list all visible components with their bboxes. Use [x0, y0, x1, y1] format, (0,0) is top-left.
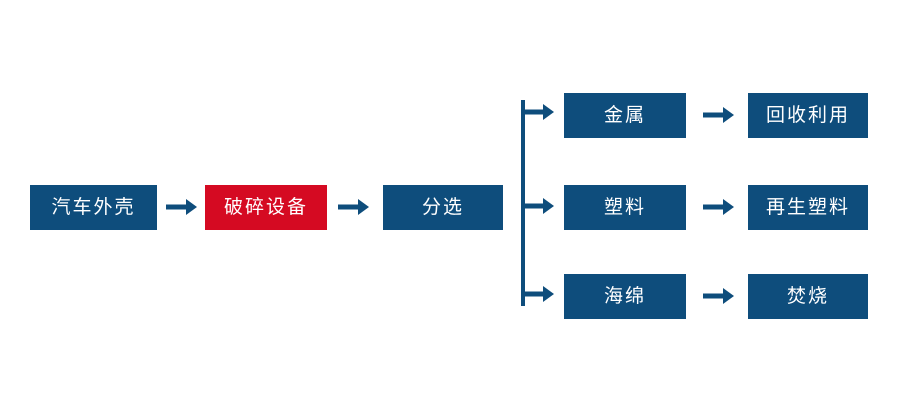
node-shredder-equipment[interactable]: 破碎设备 [205, 185, 327, 230]
arrow-right-icon [523, 102, 555, 122]
arrow-right-icon [523, 196, 555, 216]
arrow-right-icon [703, 286, 735, 306]
node-car-shell[interactable]: 汽车外壳 [30, 185, 157, 230]
arrow-right-icon [338, 197, 370, 217]
node-sorting[interactable]: 分选 [383, 185, 503, 230]
node-recycle-reuse[interactable]: 回收利用 [748, 93, 868, 138]
branch-trunk-line [521, 100, 525, 306]
node-metal[interactable]: 金属 [564, 93, 686, 138]
arrow-right-icon [703, 105, 735, 125]
arrow-right-icon [166, 197, 198, 217]
node-regenerated-plastic[interactable]: 再生塑料 [748, 185, 868, 230]
arrow-right-icon [703, 197, 735, 217]
node-plastic[interactable]: 塑料 [564, 185, 686, 230]
arrow-right-icon [523, 284, 555, 304]
node-incineration[interactable]: 焚烧 [748, 274, 868, 319]
node-sponge[interactable]: 海绵 [564, 274, 686, 319]
